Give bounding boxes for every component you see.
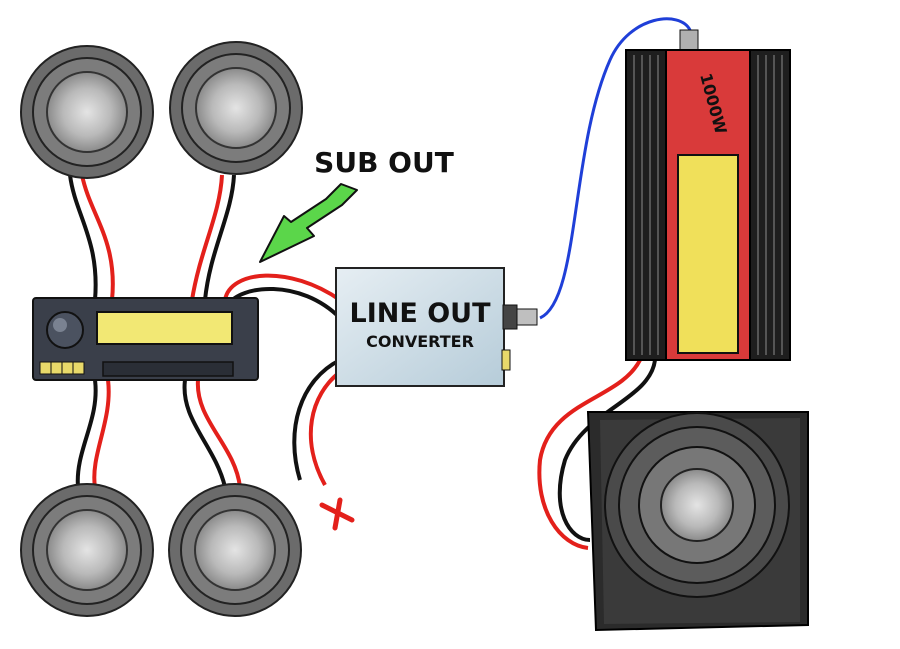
speaker-wires-top-left <box>68 174 115 301</box>
red-x-icon <box>319 497 355 531</box>
sub-out-label: SUB OUT <box>314 146 454 179</box>
speaker-top-right <box>169 41 303 175</box>
subwoofer-box <box>586 411 809 632</box>
converter-label-line2: CONVERTER <box>366 332 474 351</box>
preset-buttons <box>39 361 85 375</box>
green-arrow-icon <box>259 183 358 263</box>
head-unit-display <box>96 311 233 345</box>
volume-knob <box>46 311 84 349</box>
speaker-wires-bottom-left <box>75 379 111 488</box>
rca-cable <box>539 17 692 320</box>
speaker-top-left <box>20 45 154 179</box>
unused-wires <box>292 358 342 486</box>
head-unit <box>32 297 259 381</box>
amp-window <box>677 154 739 354</box>
amp-to-sub-wires <box>537 359 657 550</box>
line-out-converter: LINE OUT CONVERTER <box>335 267 538 387</box>
speaker-wires-top-right <box>190 174 236 301</box>
speaker-bottom-right <box>168 483 302 617</box>
converter-label-line1: LINE OUT <box>350 298 492 329</box>
speaker-wires-bottom-right <box>182 379 242 488</box>
amplifier: 1000W <box>625 29 791 361</box>
speaker-bottom-left <box>20 483 154 617</box>
